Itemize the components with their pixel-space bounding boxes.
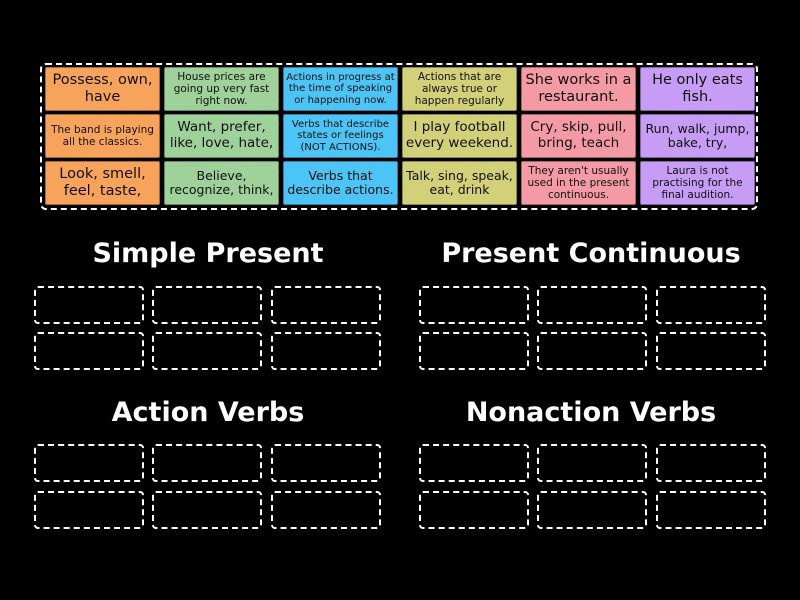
card-text: Believe, recognize, think, [169,167,274,197]
card-text: They aren't usually used in the present … [527,164,630,202]
group-title-present-continuous: Present Continuous [441,238,741,269]
card-text: Actions that are always true or happen r… [414,70,505,108]
drop-slot-present-continuous[interactable] [537,286,647,324]
card-text: Actions in progress at the time of speak… [286,71,395,106]
drop-slot-action-verbs[interactable] [34,491,144,529]
sort-card[interactable]: Laura is not practising for the final au… [640,161,755,205]
card-text: House prices are going up very fast righ… [173,70,270,108]
drop-slot-nonaction-verbs[interactable] [419,491,529,529]
card-text: Verbs that describe actions. [287,167,394,197]
sort-card[interactable]: Verbs that describe actions. [283,161,398,205]
drop-slot-simple-present[interactable] [34,332,144,370]
drop-slot-action-verbs[interactable] [152,491,262,529]
drop-slot-nonaction-verbs[interactable] [656,444,766,482]
drop-slot-present-continuous[interactable] [656,286,766,324]
card-text: He only eats fish. [652,72,743,105]
sort-card[interactable]: She works in a restaurant. [521,67,636,111]
sort-card[interactable]: Run, walk, jump, bake, try, [640,114,755,158]
drop-slot-action-verbs[interactable] [271,444,381,482]
card-text: Look, smell, feel, taste, [59,166,146,199]
drop-slot-action-verbs[interactable] [271,491,381,529]
drop-slot-nonaction-verbs[interactable] [419,444,529,482]
sort-card[interactable]: Want, prefer, like, love, hate, [164,114,279,158]
sort-card[interactable]: Possess, own, have [45,67,160,111]
card-text: Possess, own, have [52,72,153,105]
card-tray [40,63,758,210]
group-title-nonaction-verbs: Nonaction Verbs [465,397,717,428]
card-text: Run, walk, jump, bake, try, [645,120,750,150]
sort-card[interactable]: House prices are going up very fast righ… [164,67,279,111]
card-text: Talk, sing, speak, eat, drink [406,167,513,197]
card-text: She works in a restaurant. [525,72,632,105]
drop-slot-action-verbs[interactable] [34,444,144,482]
drop-slot-action-verbs[interactable] [152,444,262,482]
drop-slot-nonaction-verbs[interactable] [537,491,647,529]
card-text: Laura is not practising for the final au… [652,164,743,202]
group-title-action-verbs: Action Verbs [111,397,305,428]
sort-card[interactable]: He only eats fish. [640,67,755,111]
group-title-simple-present: Simple Present [92,238,324,269]
drop-slot-present-continuous[interactable] [537,332,647,370]
drop-slot-simple-present[interactable] [271,286,381,324]
drop-slot-present-continuous[interactable] [656,332,766,370]
sort-card[interactable]: Cry, skip, pull, bring, teach [521,114,636,158]
sort-card[interactable]: Actions in progress at the time of speak… [283,67,398,111]
drop-slot-present-continuous[interactable] [419,332,529,370]
sort-card[interactable]: Believe, recognize, think, [164,161,279,205]
drop-slot-simple-present[interactable] [152,332,262,370]
sort-card[interactable]: Verbs that describe states or feelings (… [283,114,398,158]
drop-slot-nonaction-verbs[interactable] [537,444,647,482]
drop-slot-present-continuous[interactable] [419,286,529,324]
drop-slot-simple-present[interactable] [34,286,144,324]
sort-card[interactable]: Actions that are always true or happen r… [402,67,517,111]
sort-card[interactable]: Look, smell, feel, taste, [45,161,160,205]
card-text: Verbs that describe states or feelings (… [291,118,390,153]
sort-card[interactable]: They aren't usually used in the present … [521,161,636,205]
sort-card[interactable]: Talk, sing, speak, eat, drink [402,161,517,205]
drop-slot-simple-present[interactable] [152,286,262,324]
sort-card[interactable]: I play football every weekend. [402,114,517,158]
card-text: Cry, skip, pull, bring, teach [530,119,627,151]
card-text: I play football every weekend. [405,119,514,151]
drop-slot-nonaction-verbs[interactable] [656,491,766,529]
card-text: The band is playing all the classics. [51,123,154,148]
card-text: Want, prefer, like, love, hate, [169,119,274,151]
sort-card[interactable]: The band is playing all the classics. [45,114,160,158]
drop-slot-simple-present[interactable] [271,332,381,370]
